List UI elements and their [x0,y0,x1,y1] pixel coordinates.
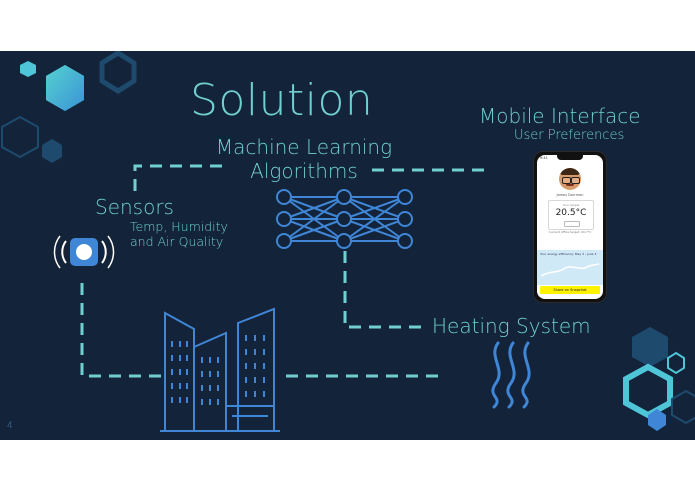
temperature-card: Your target 20.5°C [548,200,594,230]
slide-artwork [1,51,695,432]
temperature-label: Your target [562,203,580,207]
temperature-stepper[interactable] [564,221,580,227]
energy-efficiency-chart: Your energy efficiency: May 3 - June 3 [537,250,603,285]
dashed-connectors [80,164,490,378]
sensors-label: Sensors [95,195,174,219]
mobile-interface-label: Mobile Interface [479,104,641,128]
sensors-description-line1: Temp, Humidity [130,219,228,234]
machine-learning-line1: Machine Learning [215,135,393,159]
sensor-device-icon [53,235,115,269]
machine-learning-line2: Algorithms [250,159,358,183]
heating-system-label: Heating System [432,314,591,338]
avatar-glasses-left [562,177,571,184]
energy-efficiency-title: Your energy efficiency: May 3 - June 3 [540,252,597,256]
phone-status-time: 9:41 [540,156,548,160]
sensors-description-line2: and Air Quality [130,234,224,249]
neural-network-icon [276,189,413,249]
user-name: James Dorrman [556,193,584,197]
slide: Solution Machine Learning Algorithms Mob… [0,51,695,440]
avatar-mouth [566,184,574,186]
phone-screen: 9:41 James Dorrman Your target 20.5°C Cu… [537,155,603,299]
energy-efficiency-sparkline [540,263,600,277]
avatar-hair [560,168,580,175]
hexagon-decoration-bottom-right [623,327,695,431]
share-snapchat-button[interactable]: Share on Snapchat [540,286,600,294]
phone-notch [557,155,583,160]
heat-waves-icon [491,341,531,409]
slide-title: Solution [190,75,374,126]
hexagon-decoration-top-left [1,51,137,163]
buildings-icon [160,307,280,432]
office-target-text: Current office target: 20.7°C [548,230,592,234]
page-number: 4 [7,421,13,431]
phone-mockup: 9:41 James Dorrman Your target 20.5°C Cu… [533,151,607,303]
machine-learning-label: Machine Learning Algorithms [208,135,400,183]
user-preferences-label: User Preferences [514,128,625,143]
temperature-value: 20.5°C [555,208,587,218]
avatar [559,168,581,190]
sensors-description: Temp, Humidity and Air Quality [130,219,228,249]
avatar-glasses-right [571,177,580,184]
